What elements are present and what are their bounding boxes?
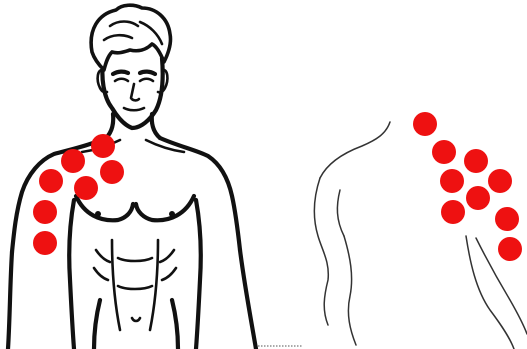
back-marker: [495, 207, 519, 231]
front-marker: [61, 149, 85, 173]
back-spine-line: [344, 236, 356, 345]
back-side-outline: [314, 178, 328, 325]
back-shoulder-blade-line: [337, 190, 344, 236]
back-marker: [432, 140, 456, 164]
front-oblique-right: [172, 300, 178, 349]
front-neck-left: [106, 114, 113, 138]
front-nose: [131, 84, 139, 100]
front-rib-left-2: [94, 268, 108, 280]
front-abs-line-1: [118, 258, 152, 261]
front-nipple-left: [95, 211, 101, 217]
front-arm-right-outer: [240, 250, 256, 349]
front-eyebrow-right: [140, 72, 155, 74]
front-mouth: [124, 108, 144, 110]
back-pain-markers: [413, 112, 522, 261]
back-neck-line: [320, 122, 390, 178]
front-eye-right: [140, 79, 153, 81]
front-marker: [39, 169, 63, 193]
back-marker: [441, 200, 465, 224]
back-marker: [498, 237, 522, 261]
back-marker: [440, 169, 464, 193]
front-marker: [100, 160, 124, 184]
front-nipple-right: [169, 211, 175, 217]
back-marker: [464, 149, 488, 173]
front-rib-right-2: [162, 268, 176, 280]
front-arm-left-outer: [8, 252, 12, 349]
front-marker: [33, 200, 57, 224]
back-marker: [413, 112, 437, 136]
front-marker: [33, 231, 57, 255]
front-eye-left: [115, 79, 128, 81]
front-marker: [74, 176, 98, 200]
front-arm-left-inner: [69, 200, 74, 349]
front-oblique-left: [94, 300, 100, 349]
back-marker: [488, 169, 512, 193]
front-rib-right-1: [160, 250, 174, 262]
front-abs-line-2: [118, 286, 152, 289]
back-marker: [466, 186, 490, 210]
front-pectoral-right: [136, 196, 194, 220]
front-eyebrow-left: [113, 72, 128, 74]
front-neck-right: [152, 114, 160, 138]
back-figure: [314, 122, 527, 349]
front-marker: [91, 134, 115, 158]
front-arm-right-inner: [196, 200, 201, 349]
front-navel: [132, 318, 140, 321]
front-pain-markers: [33, 134, 124, 255]
front-rib-left-1: [96, 250, 110, 262]
